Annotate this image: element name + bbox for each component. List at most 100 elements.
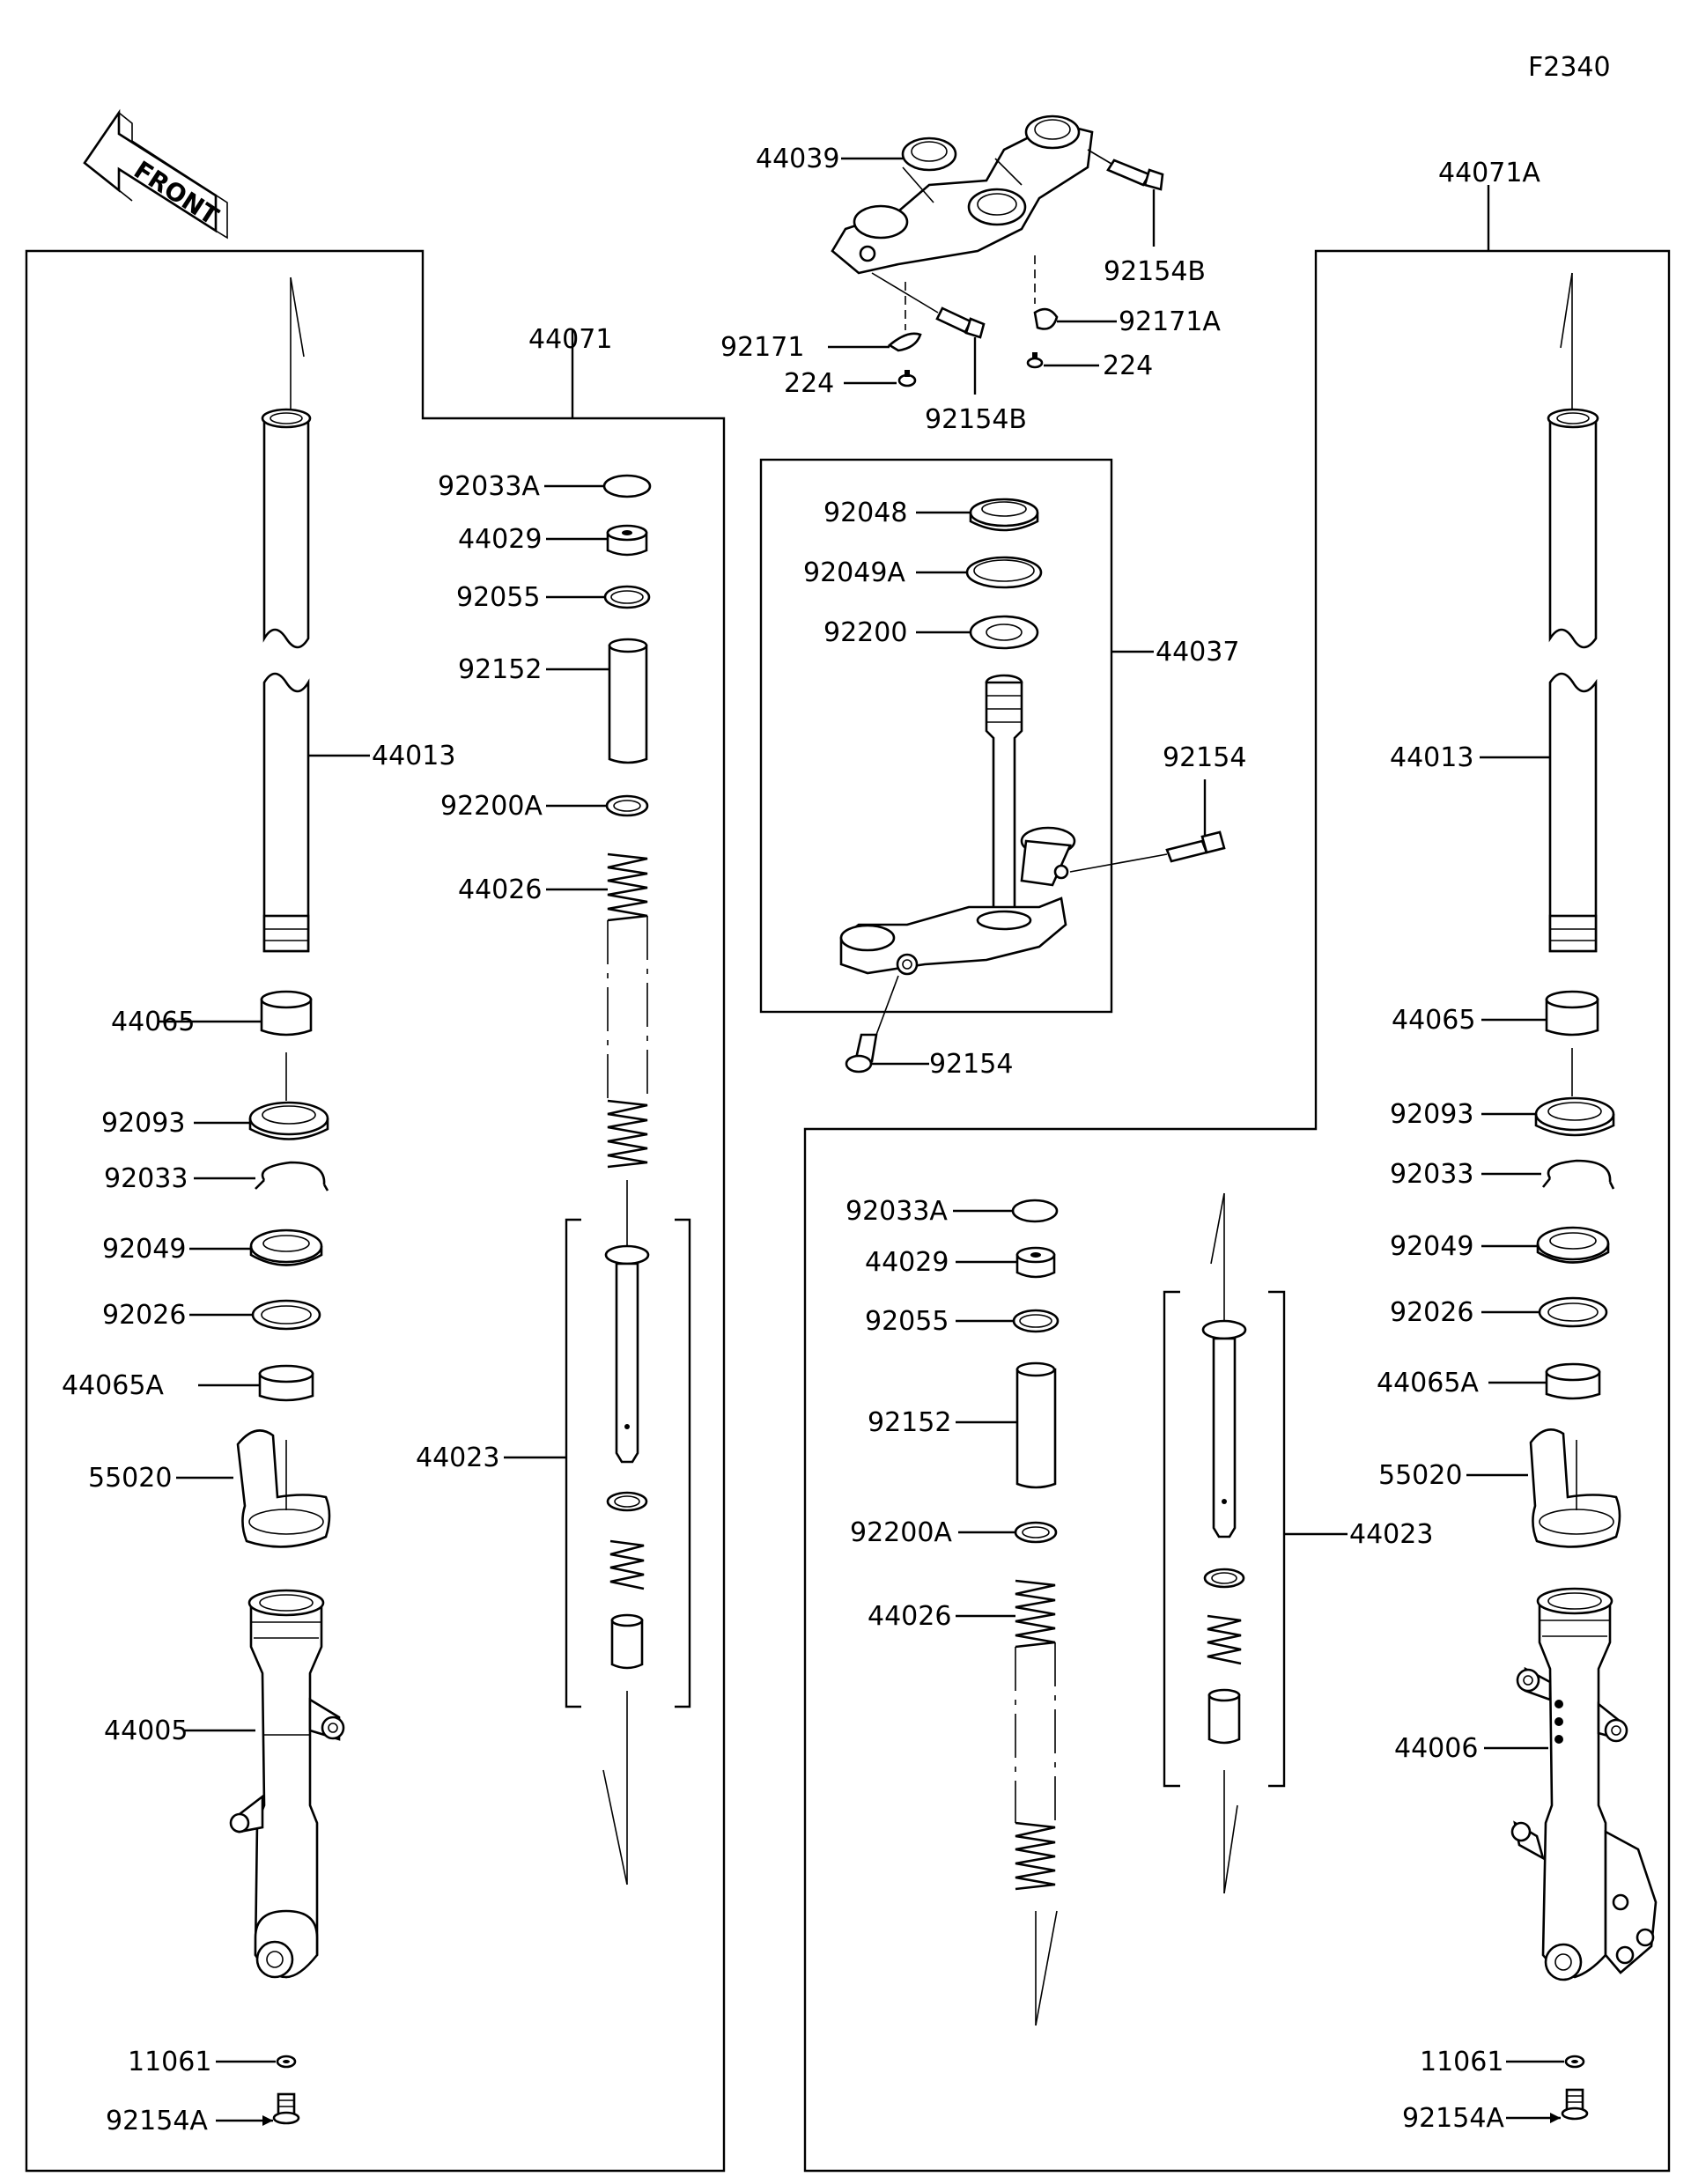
washer-92055-right [1012, 1309, 1060, 1333]
cap-44029-left [606, 524, 648, 557]
steering-stem-44037 [839, 674, 1076, 976]
callout-224-left: 224 [784, 368, 834, 399]
spring-44026-right [1015, 1579, 1056, 1891]
callout-92093-right: 92093 [1390, 1099, 1473, 1130]
callout-44005: 44005 [104, 1715, 188, 1746]
spring-44026-left [607, 852, 648, 1169]
callout-92152-right: 92152 [868, 1407, 951, 1438]
bushing-44065A-right [1545, 1362, 1601, 1400]
callout-44029-right: 44029 [865, 1247, 949, 1278]
callout-44065-right: 44065 [1392, 1005, 1475, 1036]
damper-rod-44023-right [1201, 1319, 1247, 1745]
callout-92049A: 92049A [803, 557, 905, 588]
cap-92048 [969, 498, 1039, 532]
outer-tube-44005 [229, 1589, 345, 1979]
fork-guard-55020-left [236, 1429, 331, 1548]
bolt-92154-lower [845, 1033, 878, 1074]
callout-92049-left: 92049 [102, 1234, 186, 1265]
fork-tube-right [1547, 272, 1599, 953]
washer-92055-left [603, 585, 651, 609]
callout-11061-left: 11061 [128, 2047, 211, 2077]
collar-92152-right [1015, 1361, 1057, 1489]
callout-92033A-right: 92033A [846, 1196, 948, 1227]
fork-guard-55020-right [1529, 1428, 1621, 1548]
bolt-92154-upper [1165, 830, 1226, 863]
screw-224-right [1026, 352, 1044, 369]
callout-44071: 44071 [528, 324, 612, 355]
collar-92152-left [608, 638, 648, 764]
bushing-44065-left [260, 990, 313, 1037]
bolt-92154B-lower [935, 306, 986, 339]
callout-92026-left: 92026 [102, 1300, 186, 1331]
gasket-11061-left [276, 2055, 297, 2069]
bushing-44065A-left [258, 1364, 314, 1402]
callout-92154A-left: 92154A [106, 2106, 208, 2136]
clip-92171A [1033, 307, 1059, 330]
right-fork-group-frame [803, 249, 1671, 2173]
dust-seal-92049-left [249, 1228, 323, 1266]
callout-92033A-left: 92033A [438, 471, 540, 502]
callout-92154B-upper-right: 92154B [1104, 256, 1206, 287]
oring-92033A-left [602, 474, 652, 498]
damper-rod-44023-left [604, 1244, 650, 1670]
bolt-92154A-left [272, 2092, 300, 2125]
clip-92171 [887, 332, 922, 352]
callout-92033-right: 92033 [1390, 1159, 1473, 1190]
callout-92154B-lower: 92154B [925, 404, 1027, 435]
callout-44013-right: 44013 [1390, 742, 1473, 773]
circlip-92033-left [255, 1161, 329, 1192]
callout-44065A-left: 44065A [62, 1370, 164, 1401]
left-fork-group-frame [25, 249, 726, 2173]
callout-92200A-right: 92200A [850, 1517, 952, 1548]
bracket-44023-right [1163, 1290, 1286, 1788]
callout-92055-right: 92055 [865, 1306, 949, 1337]
oil-seal-92093-right [1534, 1096, 1615, 1137]
callout-92055-left: 92055 [456, 582, 540, 613]
bracket-44023-left [565, 1218, 691, 1708]
callout-92049-right: 92049 [1390, 1231, 1473, 1262]
bolt-92154A-right [1561, 2088, 1589, 2121]
callout-92200A-left: 92200A [440, 791, 543, 822]
callout-44039: 44039 [756, 144, 839, 174]
callout-92171: 92171 [720, 332, 804, 363]
washer-92026-right [1538, 1296, 1608, 1328]
callout-44065-left: 44065 [111, 1007, 195, 1037]
callout-44026-left: 44026 [458, 874, 542, 905]
callout-44023-right: 44023 [1349, 1519, 1433, 1550]
callout-55020-left: 55020 [88, 1463, 172, 1494]
steering-stem-group-frame [759, 458, 1113, 1014]
washer-92200A-left [605, 794, 649, 817]
callout-92171A: 92171A [1119, 306, 1221, 337]
callout-92152-left: 92152 [458, 654, 542, 685]
washer-92049A [965, 556, 1043, 589]
callout-224-right: 224 [1103, 350, 1153, 381]
callout-92048: 92048 [823, 498, 907, 528]
callout-55020-right: 55020 [1378, 1460, 1462, 1491]
callout-44026-right: 44026 [868, 1601, 951, 1632]
bolt-92154B-upper-right [1106, 159, 1164, 191]
callout-44037: 44037 [1156, 637, 1239, 668]
circlip-92033-right [1541, 1159, 1615, 1190]
washer-92200 [969, 615, 1039, 650]
callout-92154A-right: 92154A [1402, 2103, 1504, 2134]
callout-44029-left: 44029 [458, 524, 542, 555]
dust-seal-92049-right [1536, 1226, 1610, 1264]
washer-92026-left [251, 1299, 321, 1331]
gasket-11061-right [1564, 2055, 1585, 2069]
outer-tube-44006 [1510, 1587, 1658, 1981]
callout-44071A: 44071A [1438, 158, 1540, 188]
front-arrow-icon: FRONT [83, 108, 228, 240]
callout-92033-left: 92033 [104, 1163, 188, 1194]
oil-seal-92093-left [248, 1101, 329, 1140]
callout-92154-upper: 92154 [1163, 742, 1246, 773]
callout-92200: 92200 [823, 617, 907, 648]
diagram-code: F2340 [1528, 52, 1611, 83]
upper-bracket-44039 [831, 114, 1094, 275]
callout-92093-left: 92093 [101, 1108, 185, 1139]
screw-224-left [897, 370, 917, 387]
callout-92154-lower: 92154 [929, 1049, 1013, 1080]
callout-44065A-right: 44065A [1377, 1368, 1479, 1398]
bushing-44065-right [1545, 990, 1599, 1037]
fork-tube-left [261, 277, 312, 953]
